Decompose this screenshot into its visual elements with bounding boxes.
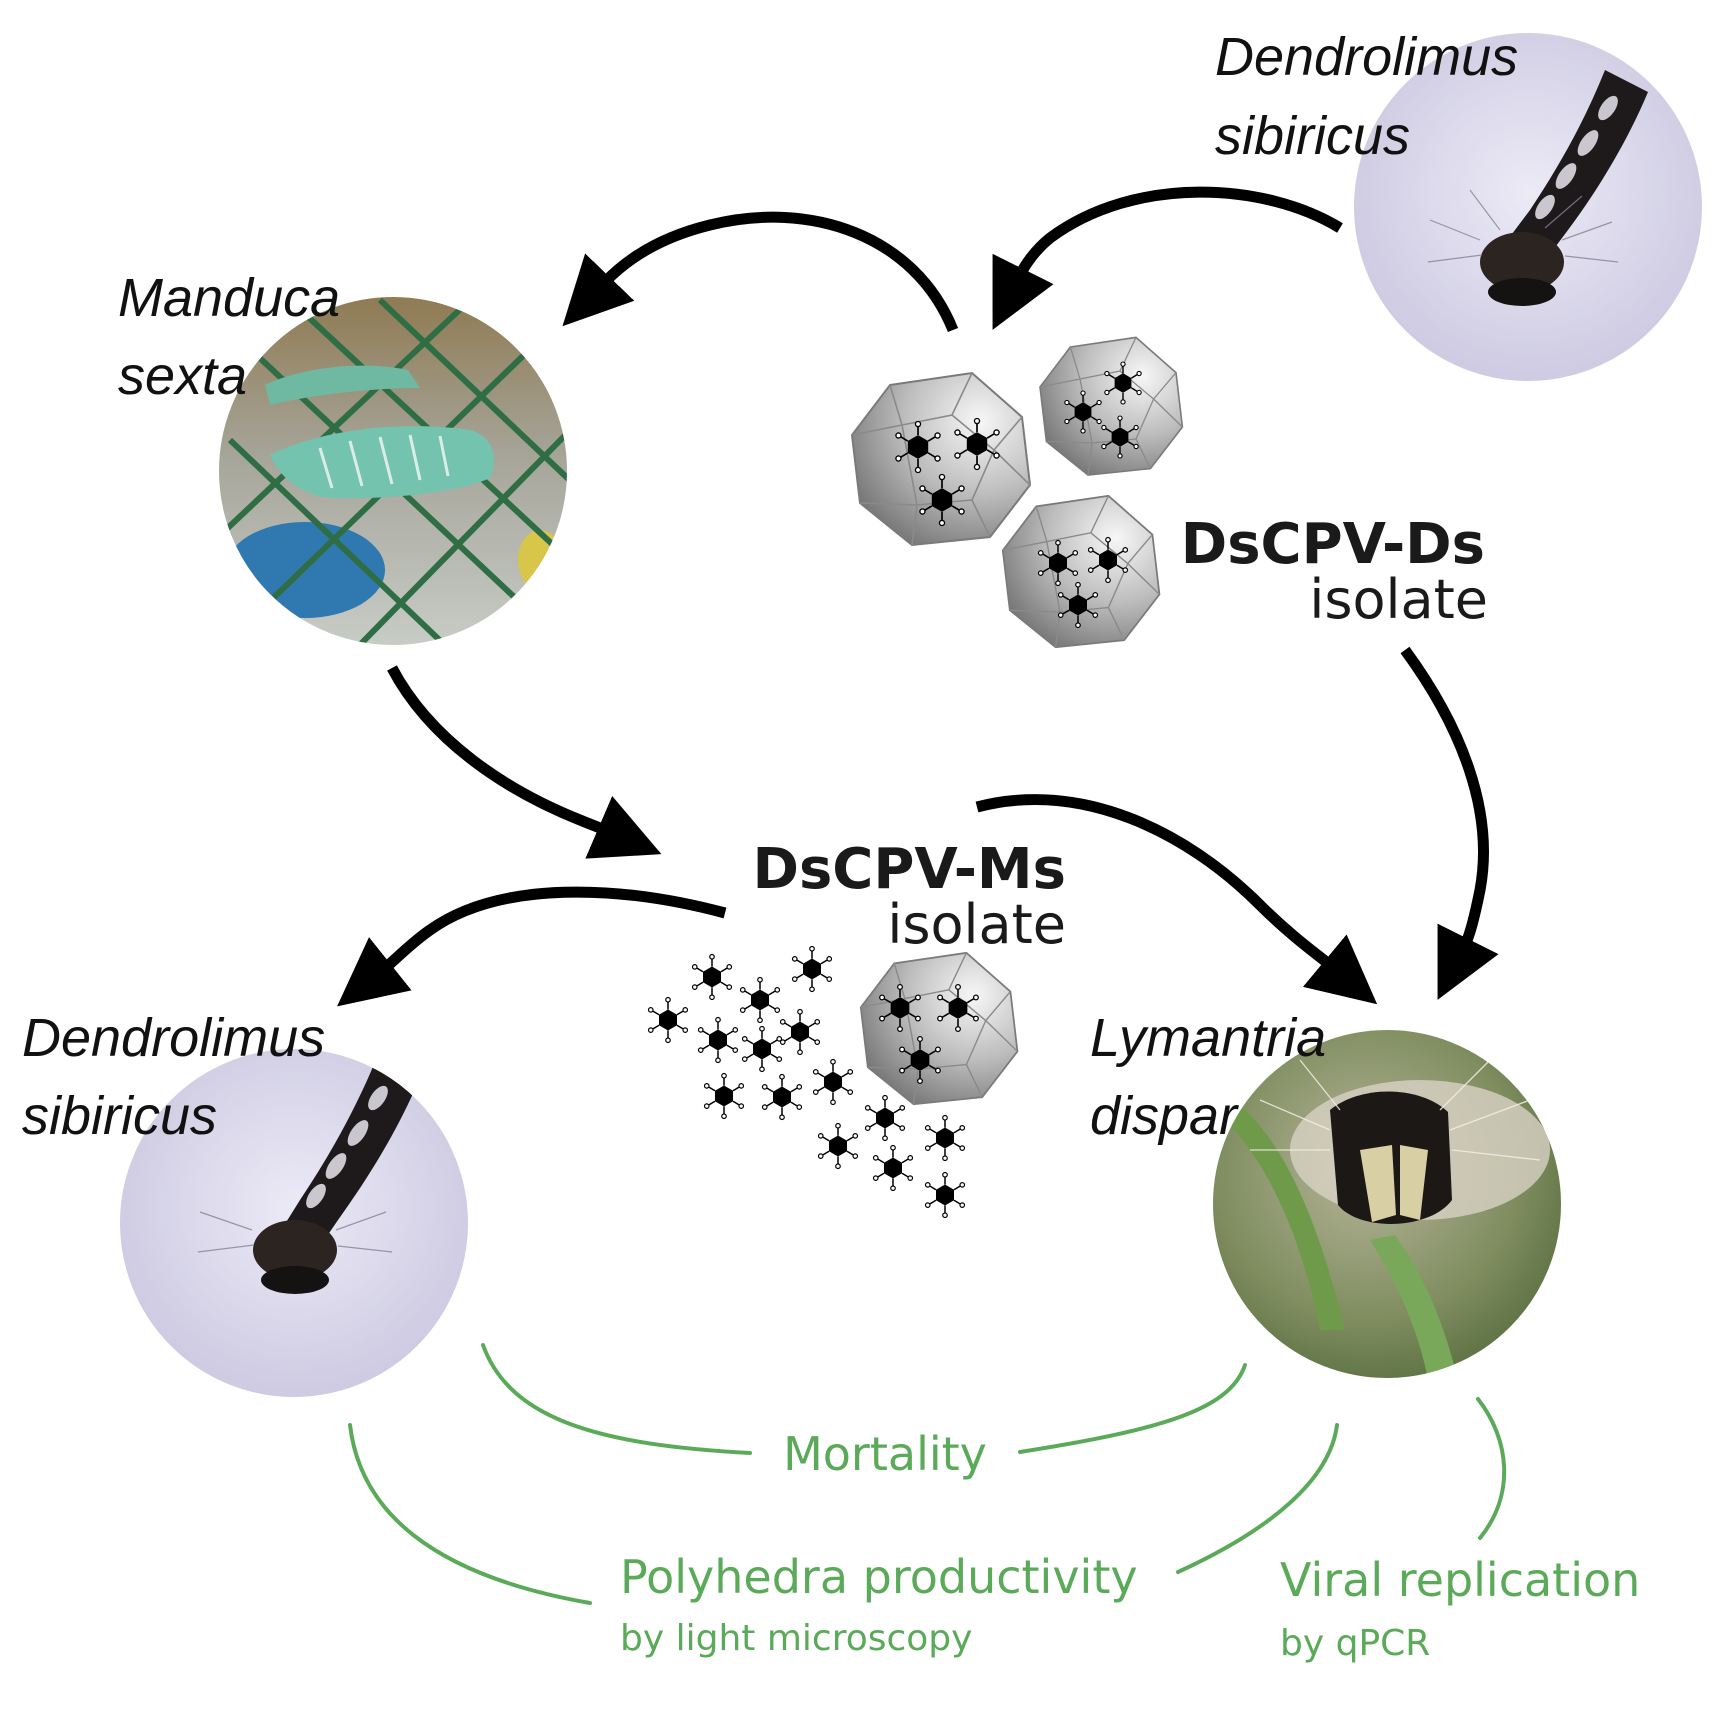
label-dscpv-ms: DsCPV-Ms isolate [752,837,1066,956]
polyhedron-icon [1003,496,1160,647]
species-epithet: sibiricus [1215,106,1410,166]
virion-icon [741,978,780,1023]
polyhedra-bracket-left [350,1425,590,1603]
genus-name: Dendrolimus [22,1008,325,1068]
polyhedron-icon [861,953,1018,1104]
arrow-ds-to-dscpv-ds [1020,192,1340,275]
arrow-dscpv-ds-to-manduca [605,217,953,330]
metric-label: Polyhedra productivity [620,1550,1138,1604]
virion-icon [781,1010,820,1055]
metric-method: by qPCR [1280,1623,1430,1664]
virion-icon [763,1075,802,1120]
virion-icon [926,1173,965,1218]
dscpv-ds-polyhedra-cluster [852,337,1182,647]
isolate-word: isolate [1309,568,1488,631]
virion-icon [743,1027,782,1072]
species-epithet: dispar [1090,1086,1239,1146]
label-viral-replication: Viral replication by qPCR [1280,1553,1640,1664]
virion-icon [819,1124,858,1169]
virion-icon [866,1096,905,1141]
manduca-photo [215,295,580,655]
polyhedra-bracket-right [1178,1425,1337,1572]
arrow-manduca-to-dscpv-ms [392,668,605,830]
polyhedron-icon [852,373,1030,545]
isolate-word: isolate [887,893,1066,956]
arrow-dscpv-ms-to-dendrolimus [385,892,725,968]
polyhedron-icon [1040,337,1182,475]
arrow-dscpv-ds-to-lymantria [1405,650,1483,945]
virion-icon [874,1146,913,1191]
genus-name: Manduca [118,268,340,328]
virion-icon [693,955,732,1000]
lymantria-photo [1205,1025,1565,1390]
virion-icon [793,947,832,992]
mortality-label: Mortality [783,1427,987,1481]
metric-label: Viral replication [1280,1553,1640,1607]
genus-name: Lymantria [1090,1008,1326,1068]
virion-icon [699,1018,738,1063]
species-epithet: sibiricus [22,1086,217,1146]
mortality-bracket-left [483,1345,750,1453]
virion-icon [705,1074,744,1119]
virion-icon [814,1060,853,1105]
label-dscpv-ds: DsCPV-Ds isolate [1181,512,1488,631]
virion-icon [926,1116,965,1161]
dscpv-ms-virions-cluster [649,947,1018,1218]
virion-icon [649,998,688,1043]
genus-name: Dendrolimus [1215,27,1518,87]
label-polyhedra-productivity: Polyhedra productivity by light microsco… [620,1550,1138,1659]
replication-bracket [1478,1399,1504,1538]
mortality-bracket-right [1020,1365,1245,1452]
metric-method: by light microscopy [620,1618,972,1659]
species-epithet: sexta [118,346,247,406]
